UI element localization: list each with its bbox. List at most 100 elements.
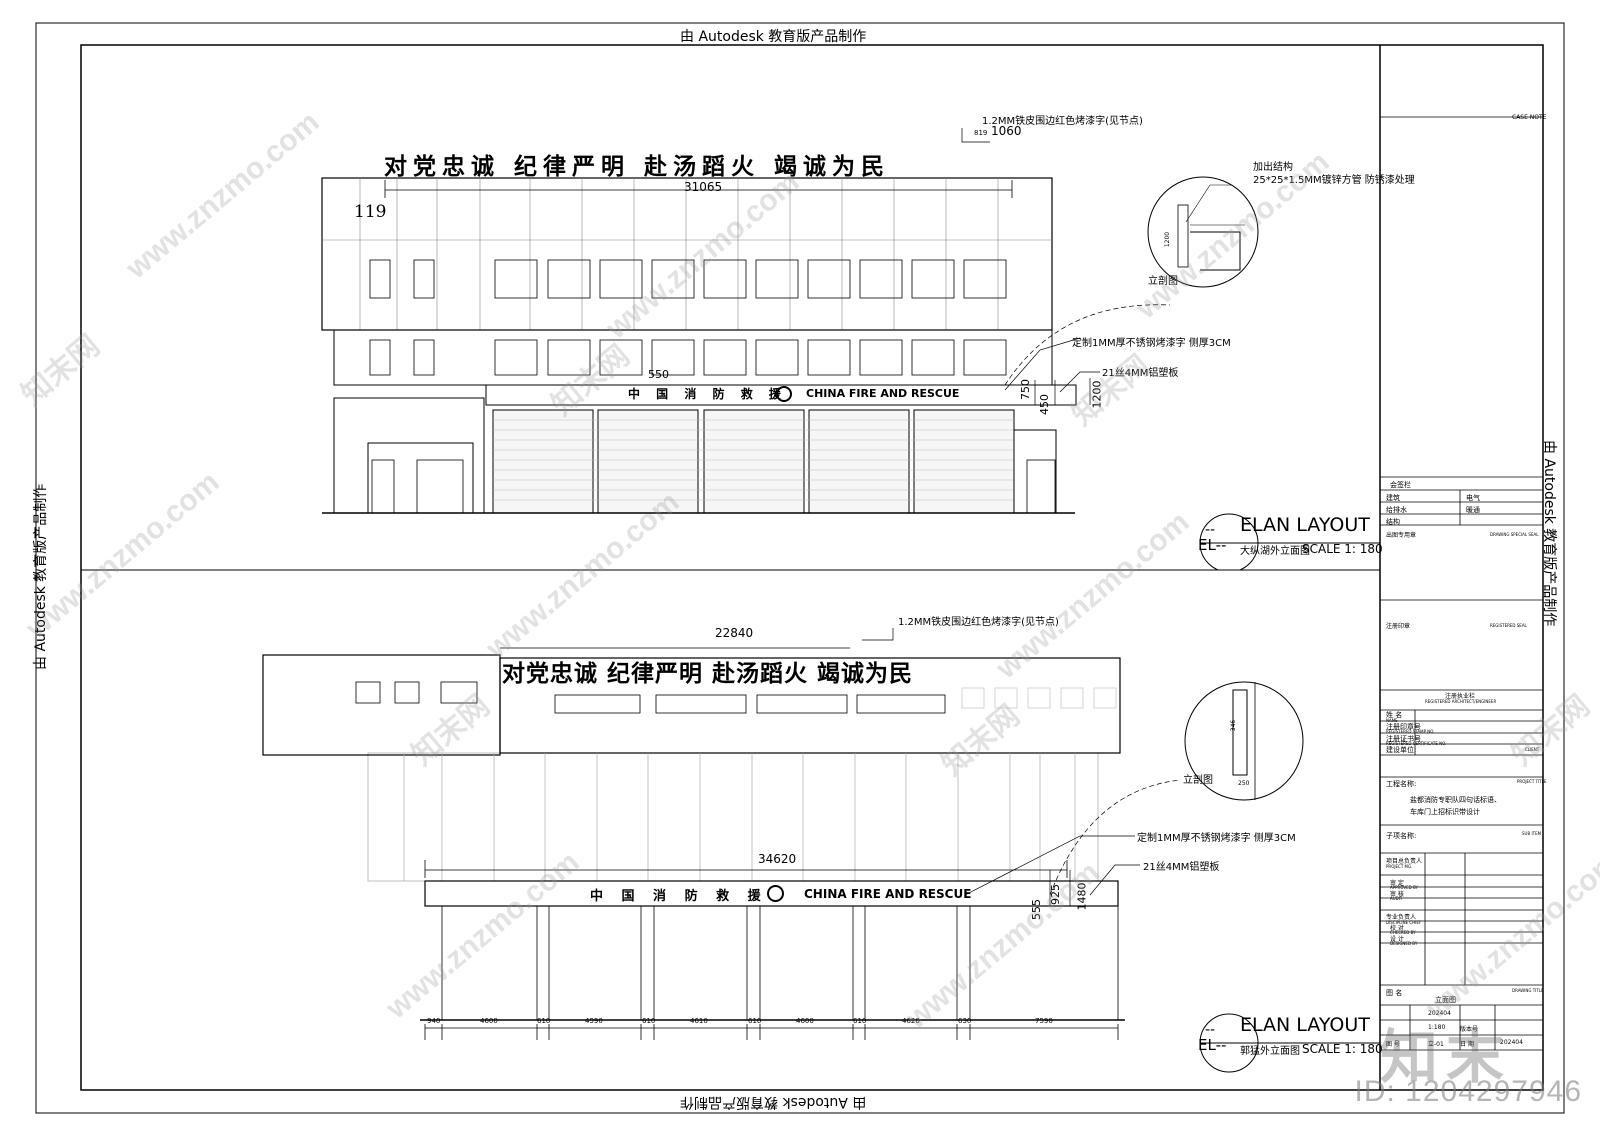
tb-sub-item: 子项名称:	[1386, 832, 1417, 840]
tb-drawing-title: 图 名	[1386, 989, 1403, 997]
top-slogan: 对党忠诚 纪律严明 赴汤蹈火 竭诚为民	[384, 154, 891, 180]
tb-discipline: 专业负责人	[1386, 914, 1417, 921]
tb-approved-en: APPROVED BY	[1390, 885, 1419, 890]
tb-reg-seal: 注册印章	[1386, 623, 1411, 630]
top-layout-title: ELAN LAYOUT	[1240, 514, 1370, 536]
title-block-grid	[1380, 116, 1543, 1051]
bottom-dim-34620: 34620	[758, 852, 797, 866]
tb-name: 姓 名	[1386, 711, 1403, 719]
top-dim-550: 550	[648, 368, 669, 381]
tb-reg-seal-en: REGISTERED SEAL	[1490, 623, 1527, 628]
bay-dim: 4620	[902, 1017, 920, 1025]
top-dim-750: 750	[1019, 379, 1032, 400]
bay-dim: 940	[427, 1017, 441, 1025]
bay-dim: 610	[853, 1017, 867, 1025]
tb-issue-seal: 出图专用章	[1386, 532, 1417, 539]
tb-name-en: NAME	[1386, 718, 1398, 723]
bottom-section-label: 立剖图	[1183, 775, 1213, 786]
tb-approved: 审 定	[1390, 880, 1404, 887]
bottom-sign-en: CHINA FIRE AND RESCUE	[804, 887, 972, 901]
tb-reg-cert-no-en: REGISTERED CERTIFICATE NO.	[1386, 741, 1447, 746]
tb-checked: 校 对	[1390, 925, 1404, 932]
tb-drawing-title-val: 立面图	[1435, 996, 1456, 1004]
top-detail-dim: 1200	[1164, 231, 1172, 248]
tb-project-en: PROJECT TITLE	[1517, 779, 1547, 784]
tb-project-no-val: 202404	[1428, 1010, 1451, 1017]
bay-dim: 610	[537, 1017, 551, 1025]
bottom-note-steel: 定制1MM厚不锈钢烤漆字 侧厚3CM	[1137, 833, 1296, 844]
bottom-layout-title: ELAN LAYOUT	[1240, 1014, 1370, 1036]
top-note-letters: 1.2MM铁皮围边红色烤漆字(见节点)	[982, 116, 1143, 127]
bay-dim: 4600	[480, 1017, 498, 1025]
tb-structure: 结构	[1386, 518, 1400, 526]
bay-dim: 4590	[585, 1017, 603, 1025]
tb-drawing-no-val: 立-01	[1428, 1041, 1444, 1048]
bay-dim: 7590	[1035, 1017, 1053, 1025]
tb-date-val: 202404	[1500, 1039, 1523, 1046]
top-dim-1060: 1060	[991, 124, 1022, 138]
top-dim-119: 119	[354, 202, 387, 222]
top-note-steel: 定制1MM厚不锈钢烤漆字 侧厚3CM	[1072, 338, 1231, 349]
bay-dim: 4610	[690, 1017, 708, 1025]
top-dim-450: 450	[1038, 394, 1051, 415]
tb-signoff: 会签栏	[1390, 481, 1411, 489]
autodesk-stamp-top: 由 Autodesk 教育版产品制作	[680, 29, 867, 45]
bottom-detail-dim-1: 346	[1230, 719, 1238, 732]
watermark-id: ID: 1204297946	[1354, 1075, 1582, 1108]
bottom-layout-scale: SCALE 1: 180	[1302, 1042, 1383, 1056]
tb-case-note: CASE NOTE	[1512, 114, 1547, 121]
bottom-note-letters: 1.2MM铁皮围边红色烤漆字(见节点)	[898, 617, 1059, 628]
bottom-layout-dash: --	[1205, 1022, 1216, 1038]
tb-elec: 电气	[1466, 494, 1480, 502]
tb-designed: 设 计	[1390, 936, 1404, 943]
bay-dimensions: 940 4600 610 4590 610 4610 610 4600 610 …	[0, 1017, 1380, 1031]
bottom-elevation-drawing	[262, 628, 1380, 1073]
tb-reg-stamp-no: 注册印章号	[1386, 723, 1421, 731]
tb-pm: 项目总负责人	[1386, 858, 1423, 865]
top-layout-scale: SCALE 1: 180	[1302, 542, 1383, 556]
bottom-layout-sub: 郭猛外立面图	[1240, 1046, 1300, 1057]
tb-plumbing: 给排水	[1386, 506, 1407, 514]
tb-arch: 建筑	[1386, 494, 1400, 502]
bottom-slogan: 对党忠诚 纪律严明 赴汤蹈火 竭诚为民	[502, 661, 914, 687]
tb-client-en: CLIENT	[1525, 747, 1540, 752]
bottom-detail-dim-2: 250	[1238, 780, 1250, 787]
top-dim-31065: 31065	[684, 180, 723, 194]
tb-hvac: 暖通	[1466, 506, 1480, 514]
tb-checked-en: CHECKED BY	[1390, 930, 1416, 935]
top-layout-dash: --	[1205, 522, 1216, 538]
bay-dim: 610	[748, 1017, 762, 1025]
tb-version: 版本号	[1460, 1026, 1479, 1033]
tb-reg-column: 注册执业栏	[1445, 693, 1476, 700]
tb-drawing-no: 图 号	[1386, 1041, 1400, 1048]
tb-project-name-2: 车库门上招标识带设计	[1410, 808, 1480, 816]
tb-audit-en: AUDIT	[1390, 896, 1403, 901]
tb-client: 建设单位:	[1386, 746, 1417, 754]
tb-designed-en: DESIGNED BY	[1390, 941, 1418, 946]
tb-scale-val: 1:180	[1428, 1024, 1446, 1031]
top-layout-sub: 大纵湖外立面图	[1240, 546, 1310, 557]
tb-date: 日 期	[1460, 1041, 1474, 1048]
watermark-logo: 知末	[1380, 1023, 1513, 1091]
tb-audit: 审 核	[1390, 891, 1404, 898]
bottom-emblem-icon	[767, 885, 784, 902]
top-note-panel: 21丝4MM铝塑板	[1102, 368, 1179, 379]
tb-issue-seal-en: DRAWING SPECIAL SEAL	[1490, 532, 1539, 537]
top-section-label: 立剖图	[1148, 276, 1178, 287]
tb-reg-cert-no: 注册证书号	[1386, 735, 1421, 743]
bottom-layout-code: EL--	[1198, 1036, 1227, 1054]
tb-sub-item-en: SUB ITEM	[1522, 831, 1542, 836]
bottom-sign-cn: 中 国 消 防 救 援	[590, 889, 768, 904]
autodesk-stamp-right: 由 Autodesk 教育版产品制作	[1541, 440, 1557, 627]
top-note-struct-1: 加出结构	[1253, 162, 1293, 173]
bottom-note-panel: 21丝4MM铝塑板	[1143, 862, 1220, 873]
bottom-dim-22840: 22840	[715, 626, 754, 640]
tb-discipline-en: DISCIPLINE CHIEF	[1386, 920, 1422, 925]
bay-dim: 610	[642, 1017, 656, 1025]
tb-pm-en: PROJECT MG.	[1386, 864, 1413, 869]
top-sign-en: CHINA FIRE AND RESCUE	[806, 387, 960, 400]
top-layout-code: EL--	[1198, 536, 1227, 554]
top-dim-819: 819	[974, 129, 988, 137]
top-sign-cn: 中 国 消 防 救 援	[628, 387, 787, 401]
